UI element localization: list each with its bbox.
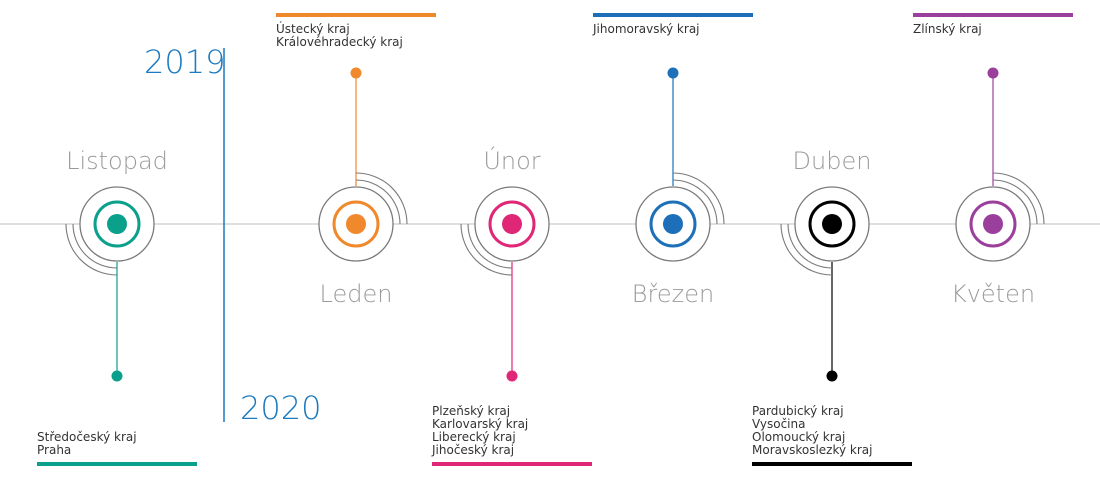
region-name: Pardubický kraj bbox=[752, 404, 844, 418]
region-group: Jihomoravský kraj bbox=[593, 13, 755, 36]
region-group-bar bbox=[593, 13, 753, 17]
region-group: Zlínský kraj bbox=[913, 13, 1075, 36]
region-group-bar bbox=[432, 462, 592, 466]
milestone-end-dot bbox=[111, 370, 123, 382]
milestone-arc-outer bbox=[992, 172, 1045, 225]
milestone-arc-inner bbox=[355, 179, 401, 225]
region-group-bar bbox=[913, 13, 1073, 17]
region-name: Královéhradecký kraj bbox=[276, 35, 403, 49]
milestone-end-dot bbox=[987, 67, 999, 79]
month-label: Únor bbox=[483, 147, 541, 175]
region-name: Zlínský kraj bbox=[913, 22, 982, 36]
region-name: Vysočina bbox=[752, 417, 806, 431]
region-name: Jihomoravský kraj bbox=[593, 22, 700, 36]
milestone-end-dot bbox=[667, 67, 679, 79]
milestone-arc-outer bbox=[780, 223, 833, 276]
month-label: Duben bbox=[792, 147, 872, 175]
milestone-arc-outer bbox=[65, 223, 118, 276]
region-name: Karlovarský kraj bbox=[432, 417, 529, 431]
milestone-arc-outer bbox=[355, 172, 408, 225]
region-name: Středočeský kraj bbox=[37, 430, 137, 444]
milestone-end-dot bbox=[350, 67, 362, 79]
milestone-center-dot bbox=[822, 214, 842, 234]
region-name: Plzeňský kraj bbox=[432, 404, 511, 418]
region-name: Moravskoslezký kraj bbox=[752, 443, 873, 457]
month-label: Květen bbox=[950, 280, 1036, 308]
milestone-arc-inner bbox=[72, 223, 118, 269]
milestone-arc-inner bbox=[787, 223, 833, 269]
milestone-center-dot bbox=[502, 214, 522, 234]
milestone-arc-outer bbox=[672, 172, 725, 225]
milestone-center-dot bbox=[663, 214, 683, 234]
region-name: Olomoucký kraj bbox=[752, 430, 846, 444]
region-list: Jihomoravský kraj bbox=[593, 23, 755, 36]
milestone-center-dot bbox=[107, 214, 127, 234]
milestone-center-dot bbox=[983, 214, 1003, 234]
milestone-center-dot bbox=[346, 214, 366, 234]
month-label: Leden bbox=[319, 280, 393, 308]
milestone-arc-inner bbox=[992, 179, 1038, 225]
milestone-end-dot bbox=[506, 370, 518, 382]
year-start-label: 2019 bbox=[144, 43, 226, 81]
month-label: Březen bbox=[631, 280, 715, 308]
region-name: Jihočeský kraj bbox=[432, 443, 515, 457]
year-end-label: 2020 bbox=[240, 389, 322, 427]
milestone-arc-inner bbox=[467, 223, 513, 269]
region-list: Zlínský kraj bbox=[913, 23, 1075, 36]
region-name: Ústecký kraj bbox=[276, 22, 350, 36]
milestone-arc-outer bbox=[460, 223, 513, 276]
month-label: Listopad bbox=[66, 147, 168, 175]
region-group-bar bbox=[37, 462, 197, 466]
milestone-end-dot bbox=[826, 370, 838, 382]
region-group-bar bbox=[752, 462, 912, 466]
region-group-bar bbox=[276, 13, 436, 17]
region-name: Praha bbox=[37, 443, 72, 457]
region-name: Liberecký kraj bbox=[432, 430, 516, 444]
milestone-arc-inner bbox=[672, 179, 718, 225]
